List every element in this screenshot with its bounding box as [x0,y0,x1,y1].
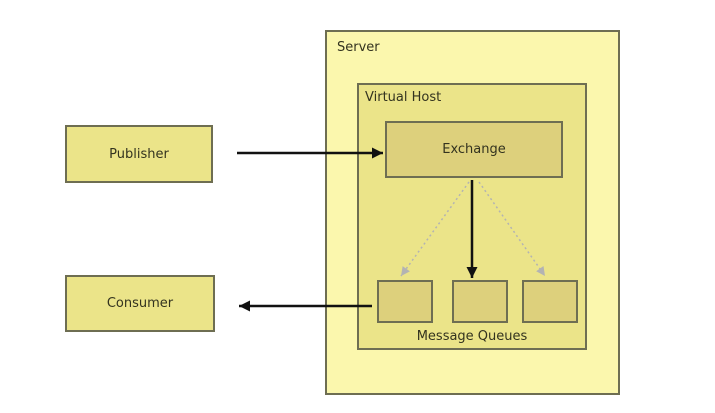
virtual-host-label: Virtual Host [365,90,442,105]
queue-box-2 [452,280,508,323]
consumer-label: Consumer [106,296,174,311]
queue-box-3 [522,280,578,323]
server-label: Server [337,40,380,55]
publisher-node: Publisher [65,125,213,183]
queue-box-1 [377,280,433,323]
exchange-label: Exchange [442,142,506,157]
publisher-label: Publisher [109,146,169,162]
message-queues-label: Message Queues [416,329,528,344]
exchange-node: Exchange [385,121,563,178]
consumer-node: Consumer [65,275,215,332]
